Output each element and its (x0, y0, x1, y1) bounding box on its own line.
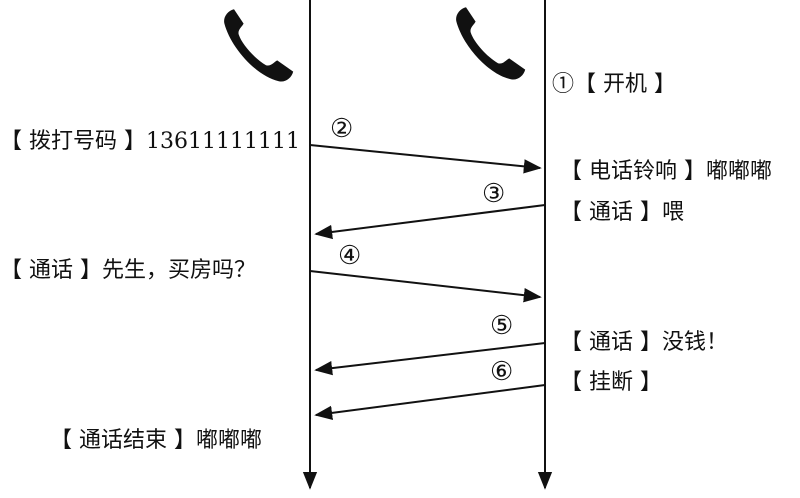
callee-start-label: ①【 开机 】 (552, 72, 676, 97)
message-arrow-3 (314, 204, 546, 240)
message-arrow-6 (314, 384, 546, 421)
ringing-label: 【 电话铃响 】嘟嘟嘟 (560, 159, 772, 184)
no-money-label: 【 通话 】没钱！ (560, 330, 728, 355)
step-2-marker: ② (330, 114, 354, 144)
step-5-marker: ⑤ (490, 311, 514, 341)
caller-phone-icon (224, 9, 294, 82)
message-arrow-5 (314, 342, 546, 376)
answer-label: 【 通话 】喂 (560, 200, 684, 225)
step-4-marker: ④ (338, 241, 362, 271)
step-3-marker: ③ (482, 179, 506, 209)
dial-number-label: 【 拨打号码 】13611111111 (0, 129, 300, 154)
call-ended-label: 【 通话结束 】嘟嘟嘟 (50, 428, 262, 453)
message-arrow-2 (309, 144, 542, 174)
step-6-marker: ⑥ (490, 357, 514, 387)
message-arrow-4 (309, 270, 542, 303)
callee-phone-icon (456, 7, 526, 80)
hang-up-label: 【 挂断 】 (560, 370, 662, 395)
sales-pitch-label: 【 通话 】先生，买房吗？ (0, 258, 256, 283)
